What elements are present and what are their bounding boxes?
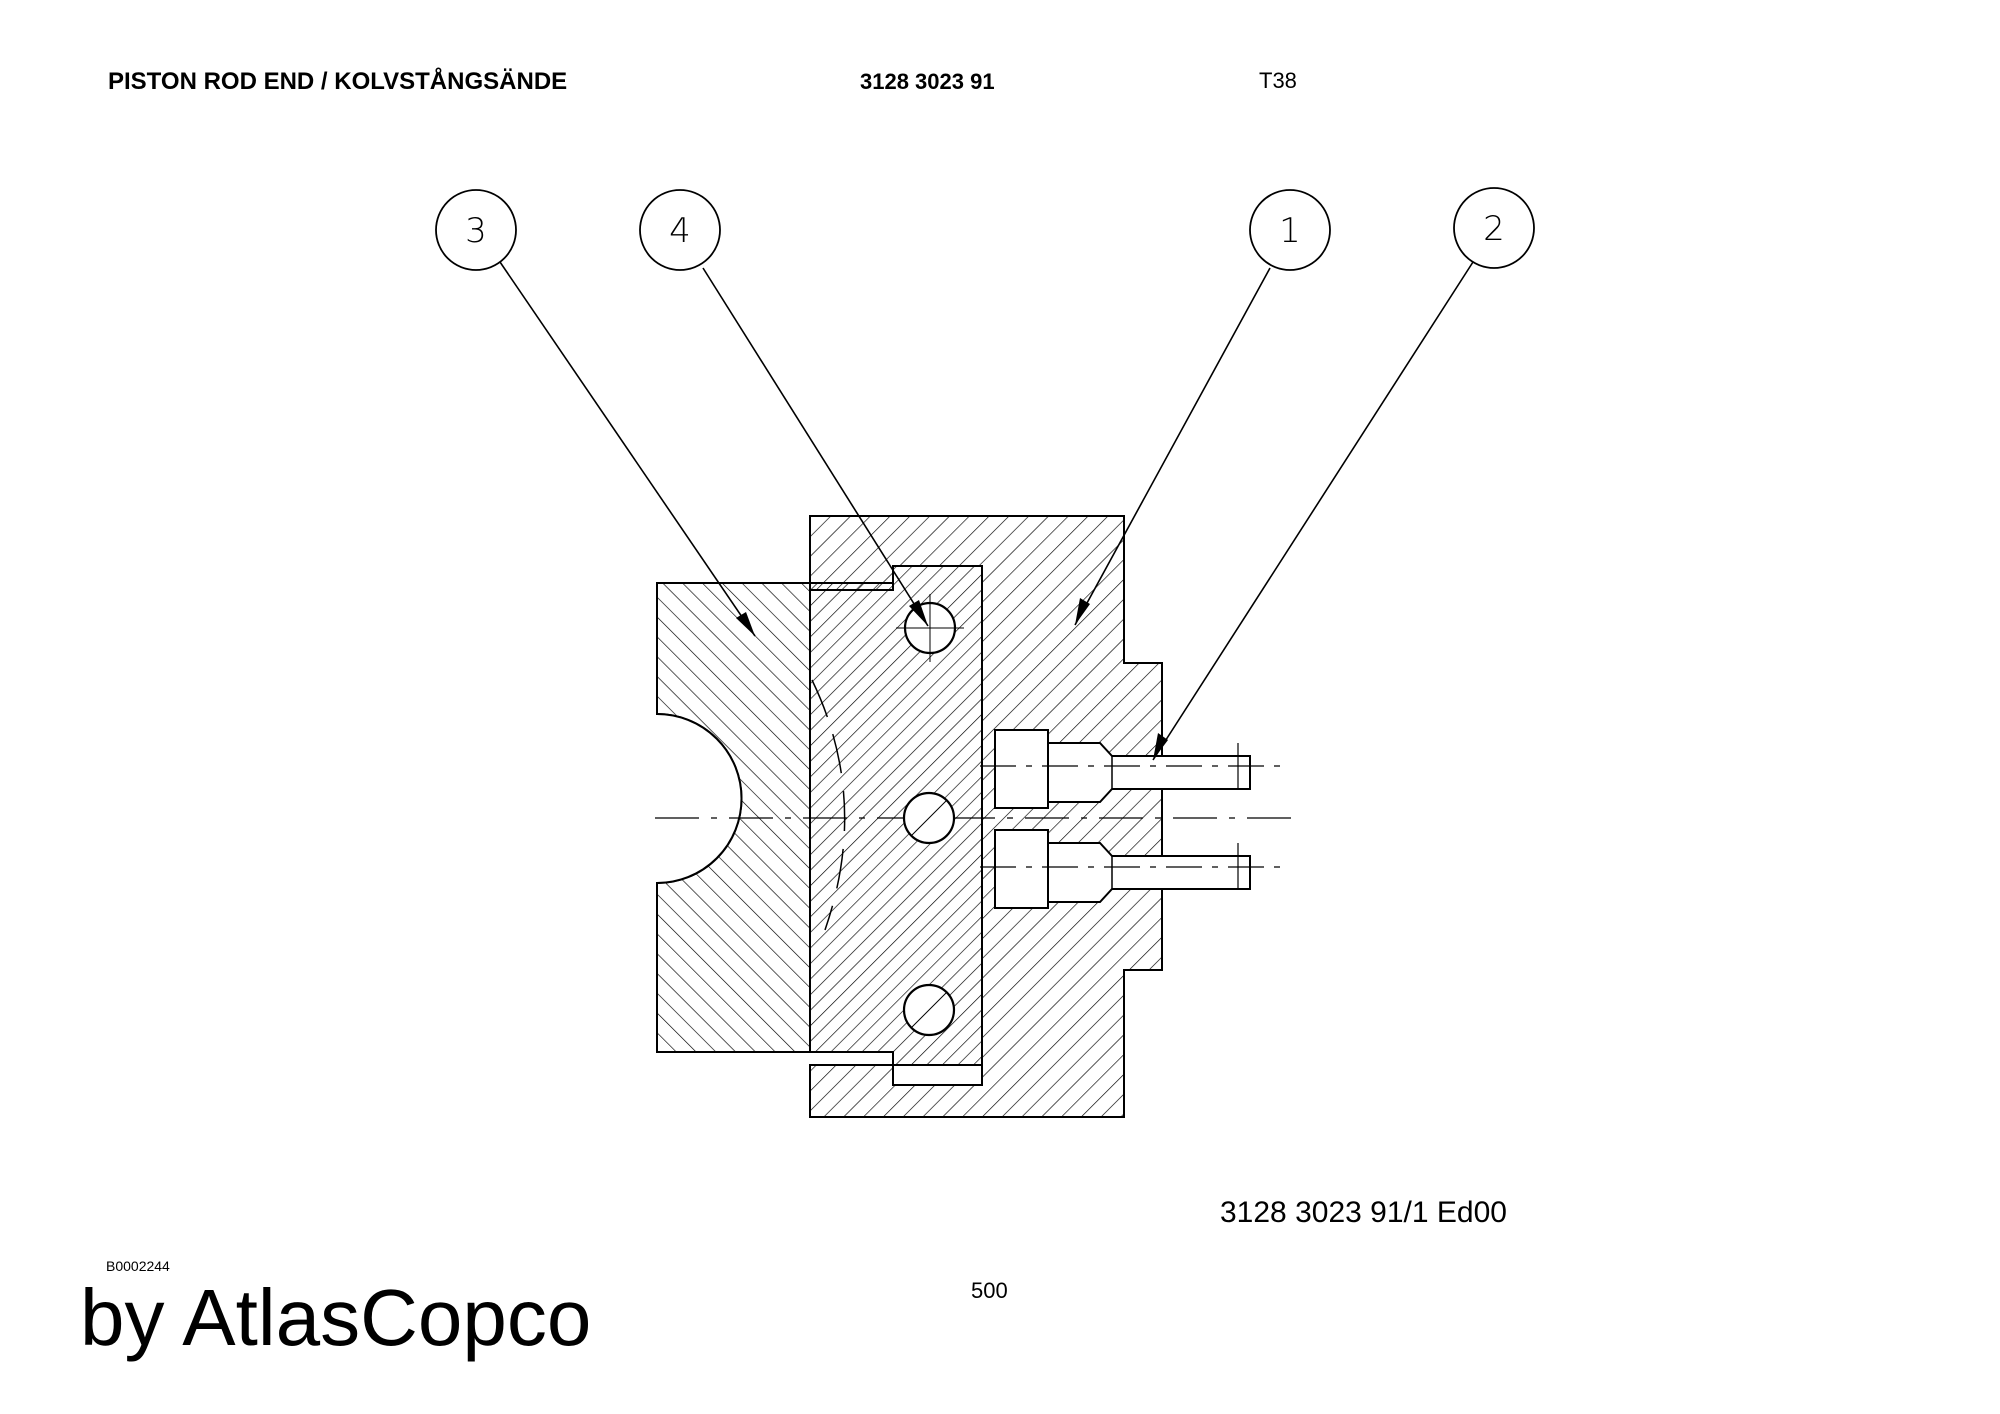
callout-label-3: 3 [465,211,487,251]
piston-section [809,565,983,1066]
part-4-pin-upper [896,594,964,662]
image-id: B0002244 [106,1258,170,1274]
callout-balloon-3: 3 [435,189,517,271]
part-4-pin-middle [902,791,956,845]
model-code: T38 [1259,68,1297,93]
brand-text: by AtlasCopco [80,1273,592,1362]
callout-label-1: 1 [1279,211,1301,251]
part-4-pin-lower [902,983,956,1037]
part-2-screw-upper [994,729,1251,809]
seam-line [811,679,846,931]
callout-balloon-4: 4 [639,189,721,271]
leader-arrowheads [736,598,1168,760]
page-number: 500 [971,1278,1008,1303]
part-number: 3128 3023 91 [860,69,995,94]
leader-lines [499,261,1474,761]
bore-arc [656,713,743,884]
drawing-reference: 3128 3023 91/1 Ed00 [1220,1196,1507,1229]
callout-balloon-2: 2 [1453,187,1535,269]
callout-balloon-1: 1 [1249,189,1331,271]
callout-label-2: 2 [1483,209,1505,249]
callout-label-4: 4 [669,211,691,251]
page-title: PISTON ROD END / KOLVSTÅNGSÄNDE [108,68,568,95]
part-2-screw-lower [994,829,1251,909]
